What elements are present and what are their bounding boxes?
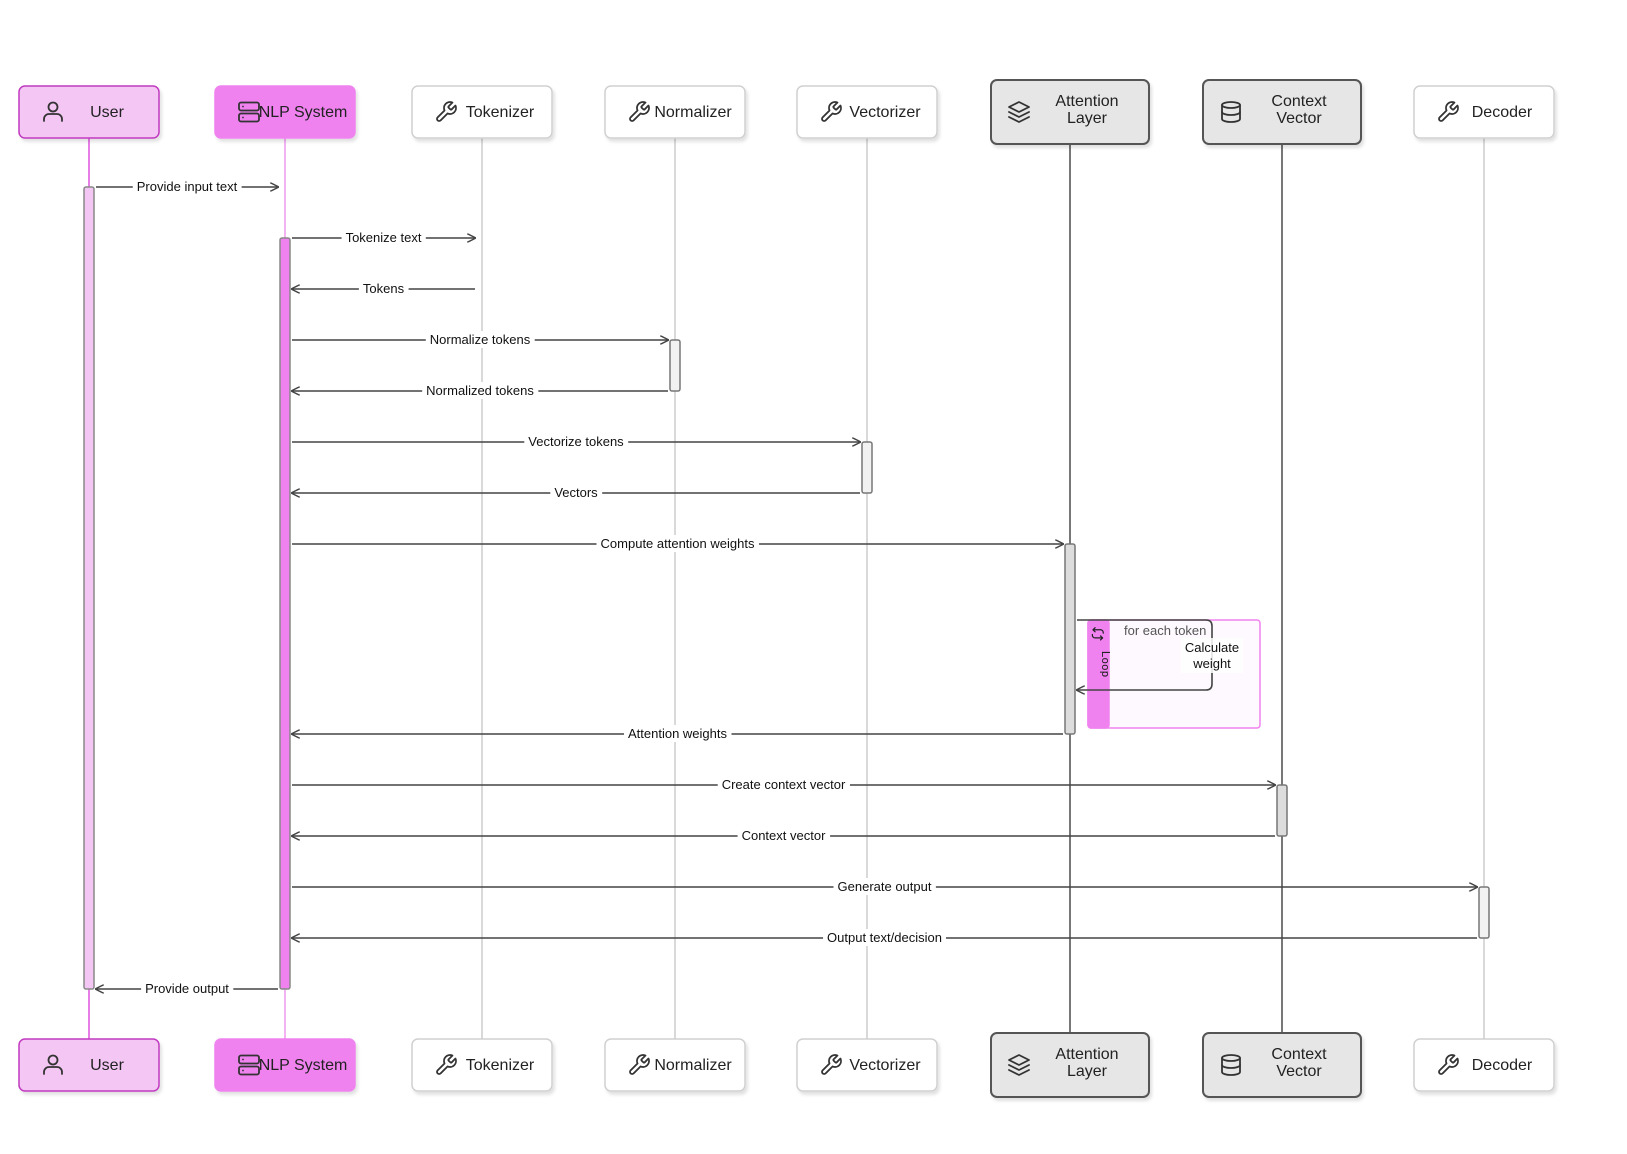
message-label: Context vector <box>742 828 826 843</box>
participant-vectorizer-top[interactable]: Vectorizer <box>796 85 938 139</box>
participant-label: User <box>90 104 124 121</box>
participant-label: NLP System <box>259 104 348 121</box>
wrench-icon <box>821 1054 842 1075</box>
wrench-icon <box>436 101 457 122</box>
activation-user <box>83 186 95 990</box>
participant-normalizer-top[interactable]: Normalizer <box>604 85 746 139</box>
message-label: Normalize tokens <box>430 332 531 347</box>
activation-nlp <box>279 237 291 990</box>
message-label: Compute attention weights <box>601 536 755 551</box>
activation-vectorizer <box>861 441 873 494</box>
message-label: Vectors <box>554 485 598 500</box>
message-4: Normalize tokens <box>292 331 668 348</box>
participant-label: Decoder <box>1472 1057 1533 1074</box>
message-label: Tokens <box>363 281 405 296</box>
server-icon <box>238 1054 260 1076</box>
activation-normalizer <box>669 339 681 392</box>
message-1: Provide input text <box>96 178 278 195</box>
participant-label: Normalizer <box>654 1057 732 1074</box>
message-11: Create context vector <box>292 776 1275 793</box>
message-15: Provide output <box>96 980 278 997</box>
participant-label: Vectorizer <box>849 1057 921 1074</box>
wrench-icon <box>1438 101 1459 122</box>
loop-fragment: Loop for each token <box>1087 619 1261 729</box>
message-10: Attention weights <box>292 725 1063 742</box>
participant-user-bottom[interactable]: User <box>18 1038 160 1092</box>
participant-label: Vectorizer <box>849 104 921 121</box>
message-label: Generate output <box>838 879 932 894</box>
message-label: Provide input text <box>137 179 238 194</box>
user-icon <box>43 1054 63 1075</box>
message-label: Provide output <box>145 981 229 996</box>
message-2: Tokenize text <box>292 229 475 246</box>
participant-vectorizer-bottom[interactable]: Vectorizer <box>796 1038 938 1092</box>
participant-nlp-bottom[interactable]: NLP System <box>214 1038 356 1092</box>
loop-label: Loop <box>1099 651 1112 678</box>
message-6: Vectorize tokens <box>292 433 860 450</box>
message-label: Attention weights <box>628 726 728 741</box>
message-label: Normalized tokens <box>426 383 534 398</box>
message-label: Tokenize text <box>346 230 422 245</box>
database-icon <box>1221 101 1241 123</box>
participant-user-top[interactable]: User <box>18 85 160 139</box>
user-icon <box>43 101 63 122</box>
wrench-icon <box>1438 1054 1459 1075</box>
activation-decoder <box>1478 886 1490 939</box>
participant-tokenizer-bottom[interactable]: Tokenizer <box>411 1038 553 1092</box>
message-14: Output text/decision <box>292 929 1477 946</box>
loop-condition: for each token <box>1124 623 1206 638</box>
participant-decoder-bottom[interactable]: Decoder <box>1413 1038 1555 1092</box>
participant-label: Decoder <box>1472 104 1533 121</box>
participant-label: Normalizer <box>654 104 732 121</box>
wrench-icon <box>436 1054 457 1075</box>
message-12: Context vector <box>292 827 1275 844</box>
message-label: Vectorize tokens <box>528 434 624 449</box>
layers-icon <box>1008 1054 1030 1076</box>
participant-label: Tokenizer <box>466 1057 535 1074</box>
database-icon <box>1221 1054 1241 1076</box>
activation-attention <box>1064 543 1076 735</box>
wrench-icon <box>821 101 842 122</box>
participant-decoder-top[interactable]: Decoder <box>1413 85 1555 139</box>
loop-icon <box>1091 627 1104 641</box>
wrench-icon <box>629 101 650 122</box>
participant-nlp-top[interactable]: NLP System <box>214 85 356 139</box>
message-5: Normalized tokens <box>292 382 668 399</box>
message-8: Compute attention weights <box>292 535 1063 552</box>
participant-label: Tokenizer <box>466 104 535 121</box>
message-label: Output text/decision <box>827 930 942 945</box>
participant-label: User <box>90 1057 124 1074</box>
activation-context <box>1276 784 1288 837</box>
participant-label: NLP System <box>259 1057 348 1074</box>
message-3: Tokens <box>292 280 475 297</box>
message-13: Generate output <box>292 878 1477 895</box>
message-label: Create context vector <box>722 777 846 792</box>
layers-icon <box>1008 101 1030 123</box>
participant-normalizer-bottom[interactable]: Normalizer <box>604 1038 746 1092</box>
message-7: Vectors <box>292 484 860 501</box>
server-icon <box>238 101 260 123</box>
wrench-icon <box>629 1054 650 1075</box>
participant-tokenizer-top[interactable]: Tokenizer <box>411 85 553 139</box>
